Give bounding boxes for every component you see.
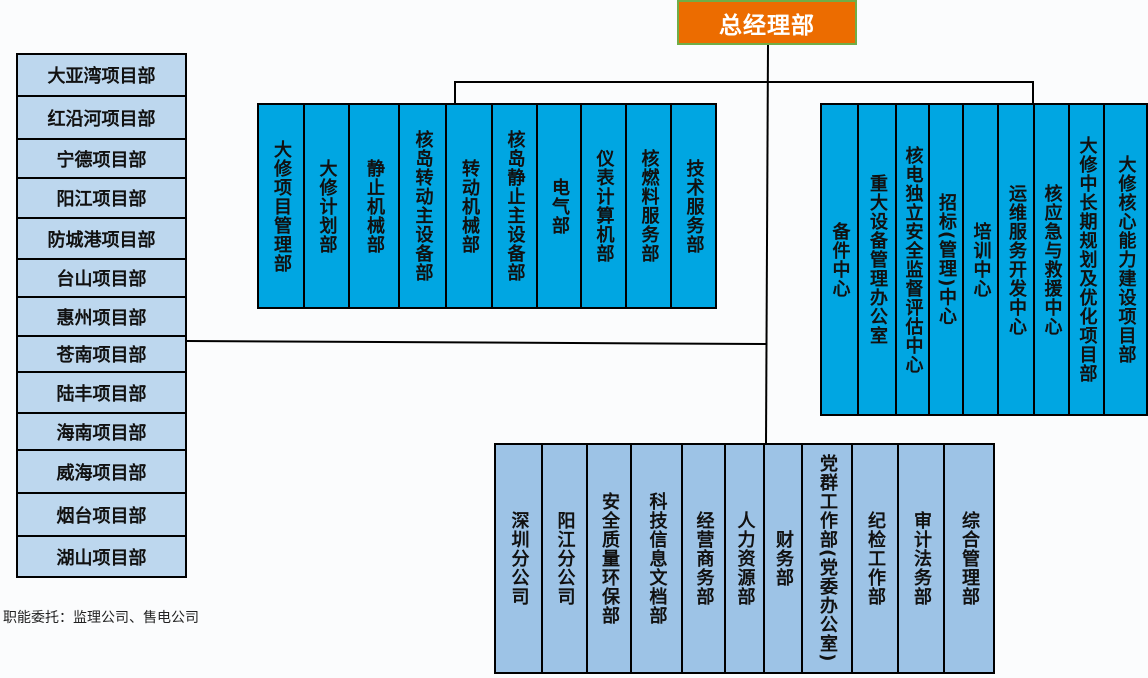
project-department-label: 陆丰项目部: [56, 383, 147, 405]
department-box[interactable]: 运维服务开发中心: [999, 105, 1035, 414]
project-department-item[interactable]: 惠州项目部: [16, 298, 187, 337]
project-department-item[interactable]: 大亚湾项目部: [16, 53, 187, 97]
department-box[interactable]: 深圳分公司: [496, 445, 543, 672]
project-department-label: 大亚湾项目部: [47, 66, 156, 87]
project-department-item[interactable]: 阳江项目部: [16, 179, 187, 219]
department-box[interactable]: 核燃料服务部: [627, 105, 672, 307]
department-label: 仪表计算机部: [593, 149, 615, 263]
department-box[interactable]: 经营商务部: [683, 445, 726, 672]
department-box[interactable]: 纪检工作部: [853, 445, 899, 672]
department-box[interactable]: 大修中长期规划及优化项目部: [1070, 105, 1105, 414]
department-label: 纪检工作部: [865, 511, 886, 606]
project-department-label: 海南项目部: [56, 422, 147, 444]
department-label: 招标(管理)中心: [936, 193, 957, 326]
department-label: 核电独立安全监督评估中心: [902, 145, 924, 374]
department-label: 大修中长期规划及优化项目部: [1076, 136, 1098, 383]
department-box[interactable]: 电气部: [538, 105, 582, 307]
department-label: 技术服务部: [683, 158, 705, 254]
department-label: 电气部: [549, 177, 570, 235]
department-label: 审计法务部: [911, 511, 932, 606]
department-label: 核应急与救援中心: [1041, 183, 1063, 336]
department-label: 综合管理部: [959, 511, 980, 606]
project-department-item[interactable]: 烟台项目部: [16, 494, 187, 537]
project-department-list: 大亚湾项目部红沿河项目部宁德项目部阳江项目部防城港项目部台山项目部惠州项目部苍南…: [16, 53, 187, 578]
department-box[interactable]: 培训中心: [964, 105, 999, 414]
department-box[interactable]: 重大设备管理办公室: [859, 105, 897, 414]
functional-departments-group: 深圳分公司 阳江分公司 安全质量环保部 科技信息文档部 经营商务部人力资源部财务部 党群工…: [494, 443, 995, 674]
project-department-item[interactable]: 宁德项目部: [16, 140, 187, 179]
project-department-item[interactable]: 威海项目部: [16, 451, 187, 494]
footnote: 职能委托：监理公司、售电公司: [3, 610, 199, 626]
department-label: 大修项目管理部: [271, 139, 292, 273]
department-box[interactable]: 财务部: [765, 445, 803, 672]
technical-departments-group: 大修项目管理部 大修计划部 静止机械部 核岛转动主设备部 转动机械部 核岛静止主设备部 电气…: [257, 103, 717, 309]
department-label: 运维服务开发中心: [1006, 183, 1027, 336]
department-label: 大修计划部: [316, 158, 338, 254]
department-box[interactable]: 备件中心: [822, 105, 859, 414]
department-label: 阳江分公司: [554, 511, 576, 606]
department-label: 科技信息文档部: [646, 492, 668, 625]
department-label: 核岛静止主设备部: [504, 130, 526, 282]
department-label: 财务部: [773, 530, 794, 587]
department-label: 大修核心能力建设项目部: [1115, 155, 1137, 364]
department-box[interactable]: 审计法务部: [899, 445, 945, 672]
department-label: 安全质量环保部: [599, 492, 620, 625]
department-box[interactable]: 转动机械部: [447, 105, 493, 307]
project-department-item[interactable]: 苍南项目部: [16, 337, 187, 373]
department-label: 核燃料服务部: [638, 149, 660, 263]
department-box[interactable]: 仪表计算机部: [582, 105, 627, 307]
project-department-label: 阳江项目部: [56, 189, 147, 210]
project-department-label: 烟台项目部: [56, 505, 147, 527]
department-box[interactable]: 综合管理部: [945, 445, 993, 672]
department-label: 转动机械部: [459, 158, 480, 254]
department-box[interactable]: 大修核心能力建设项目部: [1105, 105, 1146, 414]
project-department-label: 惠州项目部: [56, 307, 147, 329]
department-box[interactable]: 大修计划部: [305, 105, 350, 307]
project-department-label: 防城港项目部: [47, 229, 156, 251]
department-label: 党群工作部(党委办公室): [817, 454, 838, 663]
department-box[interactable]: 招标(管理)中心: [930, 105, 964, 414]
project-department-item[interactable]: 海南项目部: [16, 414, 187, 451]
department-box[interactable]: 核岛转动主设备部: [400, 105, 447, 307]
department-label: 核岛转动主设备部: [412, 130, 434, 282]
project-department-label: 苍南项目部: [56, 345, 147, 366]
project-department-label: 威海项目部: [56, 462, 147, 484]
department-box[interactable]: 阳江分公司: [543, 445, 588, 672]
department-box[interactable]: 技术服务部: [672, 105, 715, 307]
department-box[interactable]: 人力资源部: [726, 445, 765, 672]
project-department-label: 红沿河项目部: [47, 108, 156, 130]
general-manager-box[interactable]: 总经理部: [677, 0, 857, 45]
project-department-item[interactable]: 陆丰项目部: [16, 373, 187, 414]
department-label: 经营商务部: [693, 511, 715, 606]
department-label: 重大设备管理办公室: [867, 174, 888, 345]
project-department-item[interactable]: 湖山项目部: [16, 537, 187, 578]
project-department-label: 湖山项目部: [56, 547, 147, 569]
project-department-item[interactable]: 防城港项目部: [16, 219, 187, 260]
department-label: 静止机械部: [364, 158, 385, 254]
department-label: 培训中心: [970, 221, 992, 298]
department-box[interactable]: 核电独立安全监督评估中心: [897, 105, 930, 414]
department-label: 人力资源部: [734, 511, 756, 606]
department-box[interactable]: 科技信息文档部: [632, 445, 683, 672]
department-box[interactable]: 静止机械部: [350, 105, 400, 307]
department-label: 深圳分公司: [508, 511, 530, 606]
department-box[interactable]: 党群工作部(党委办公室): [803, 445, 853, 672]
project-department-label: 宁德项目部: [56, 149, 147, 171]
department-box[interactable]: 安全质量环保部: [588, 445, 632, 672]
department-box[interactable]: 核岛静止主设备部: [493, 105, 538, 307]
project-department-label: 台山项目部: [56, 269, 147, 290]
general-manager-label: 总经理部: [719, 12, 815, 39]
project-department-item[interactable]: 红沿河项目部: [16, 97, 187, 140]
department-label: 备件中心: [829, 221, 851, 298]
department-box[interactable]: 核应急与救援中心: [1035, 105, 1070, 414]
department-box[interactable]: 大修项目管理部: [259, 105, 305, 307]
centers-group: 备件中心重大设备管理办公室核电独立安全监督评估中心招标(管理)中心培训中心运维服…: [820, 103, 1148, 416]
project-department-item[interactable]: 台山项目部: [16, 260, 187, 298]
